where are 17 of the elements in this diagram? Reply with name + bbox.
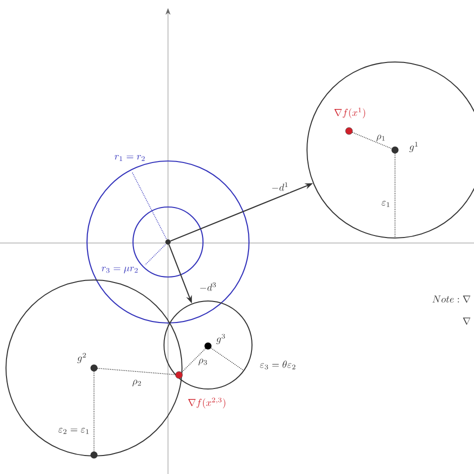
- neighborhood-circle: [164, 300, 252, 390]
- math-label: $\nabla$: [462, 318, 470, 325]
- math-label: $\varepsilon_2 = \varepsilon_1$: [58, 428, 89, 434]
- math-label: $\rho_3$: [198, 358, 207, 366]
- math-label: $Note : \nabla$: [432, 296, 470, 303]
- math-label: $r_1 = r_2$: [114, 155, 145, 161]
- origin-point: [165, 239, 171, 245]
- math-label: $g^1$: [409, 142, 418, 152]
- math-label: $\varepsilon_1$: [382, 200, 390, 207]
- math-label: $\rho_1$: [376, 134, 385, 142]
- edge-label: $-d^1$: [272, 182, 288, 191]
- edge-label: $-d^3$: [200, 282, 216, 291]
- math-label: $g^3$: [216, 334, 225, 344]
- math-label: $r_3 = \mu r_2$: [102, 266, 138, 274]
- math-label: $g^2$: [77, 352, 86, 364]
- math-label: $\rho_2$: [132, 380, 141, 386]
- math-label: $\nabla f(x^1)$: [334, 108, 366, 118]
